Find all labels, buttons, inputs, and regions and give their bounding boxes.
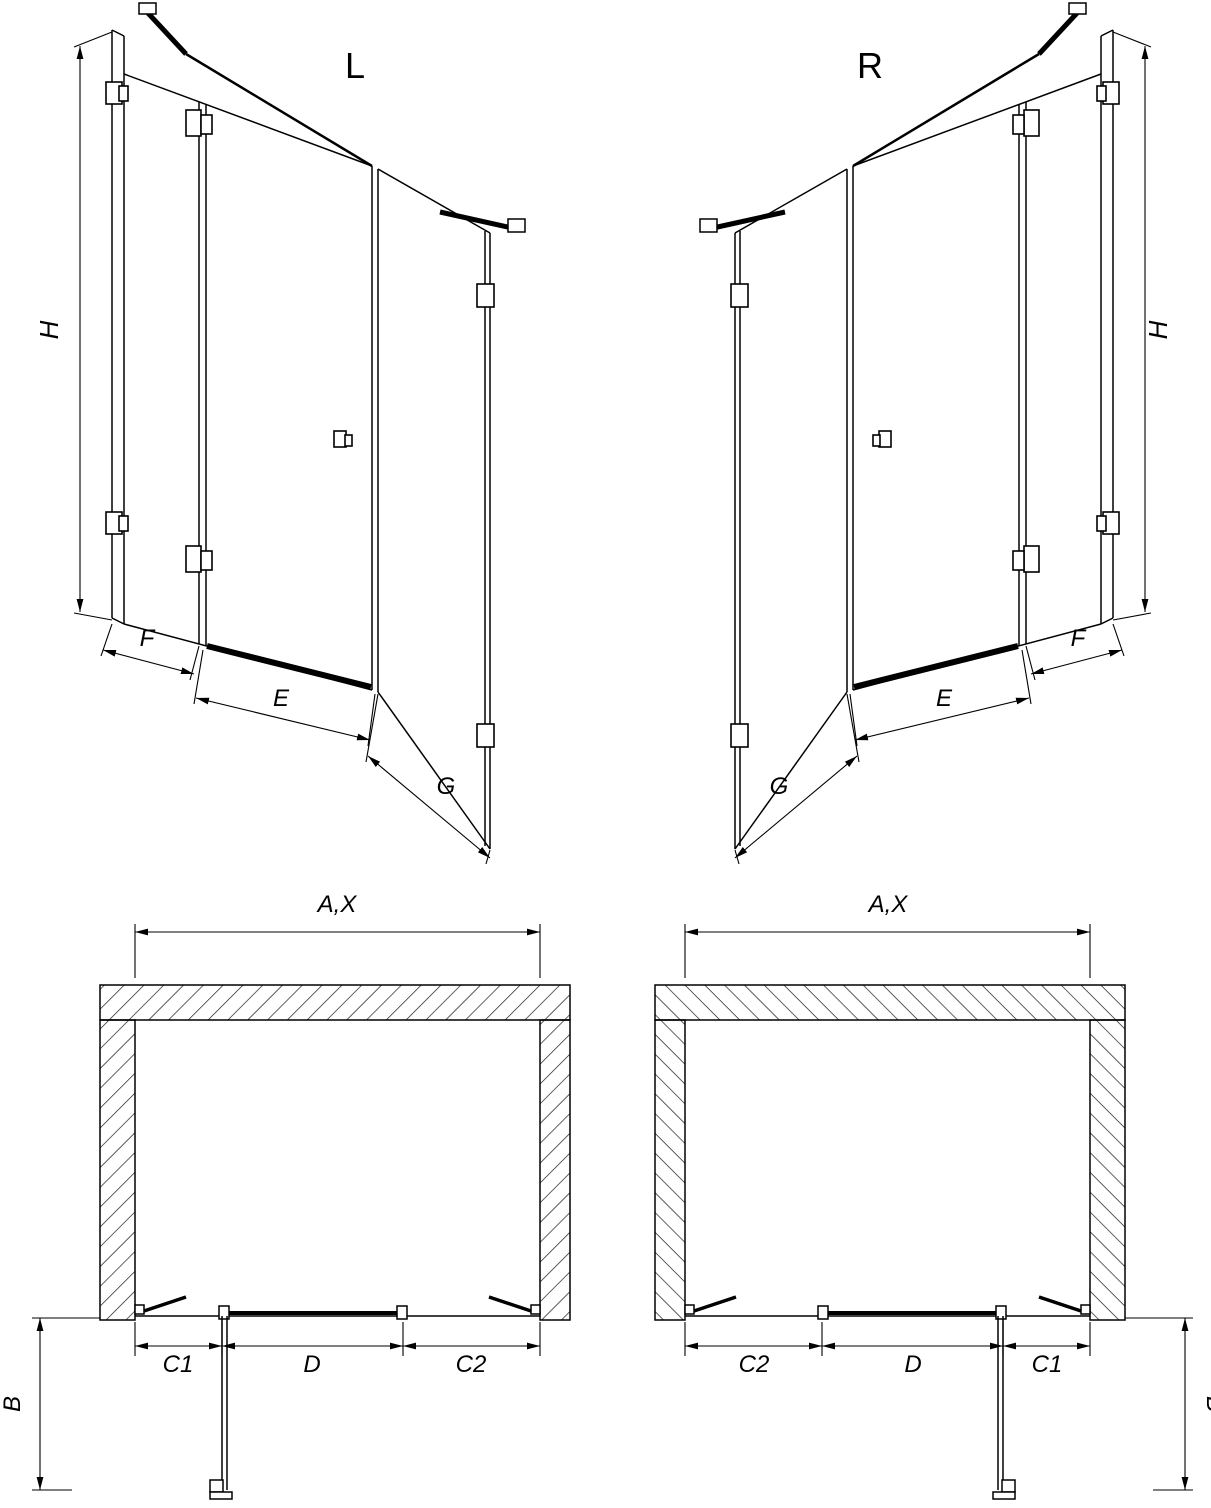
dim-label-c2: C2 bbox=[739, 1351, 770, 1378]
dim-label-h: H bbox=[1143, 320, 1173, 339]
dim-label-e: E bbox=[936, 685, 953, 712]
dim-label-ax: A,X bbox=[316, 891, 358, 918]
perspective-artwork bbox=[74, 3, 525, 864]
plan-left-drawing: A,X C1 D C2 B bbox=[0, 891, 570, 1499]
dim-label-e: E bbox=[273, 685, 290, 712]
dim-label-f: F bbox=[140, 625, 156, 652]
dim-label-g: G bbox=[437, 773, 456, 800]
dim-label-ax: A,X bbox=[867, 891, 909, 918]
perspective-artwork-mirrored bbox=[700, 3, 1151, 864]
dim-label-g: G bbox=[770, 773, 789, 800]
dim-label-f: F bbox=[1071, 625, 1087, 652]
perspective-left-drawing: L H F E G bbox=[34, 3, 525, 864]
dim-label-b: B bbox=[1201, 1396, 1211, 1412]
variant-label-right: R bbox=[857, 45, 883, 86]
dim-label-b: B bbox=[0, 1396, 26, 1412]
dim-label-c2: C2 bbox=[456, 1351, 487, 1378]
dim-label-c1: C1 bbox=[1032, 1351, 1063, 1378]
plan-artwork-mirrored bbox=[655, 924, 1193, 1499]
dim-label-h: H bbox=[34, 320, 64, 339]
perspective-right-drawing: R H F E G bbox=[700, 3, 1173, 864]
plan-right-drawing: A,X C2 D C1 B bbox=[655, 891, 1211, 1499]
dim-label-c1: C1 bbox=[163, 1351, 194, 1378]
plan-artwork bbox=[32, 924, 570, 1499]
dim-label-d: D bbox=[303, 1351, 320, 1378]
dim-label-d: D bbox=[904, 1351, 921, 1378]
variant-label-left: L bbox=[345, 45, 365, 86]
